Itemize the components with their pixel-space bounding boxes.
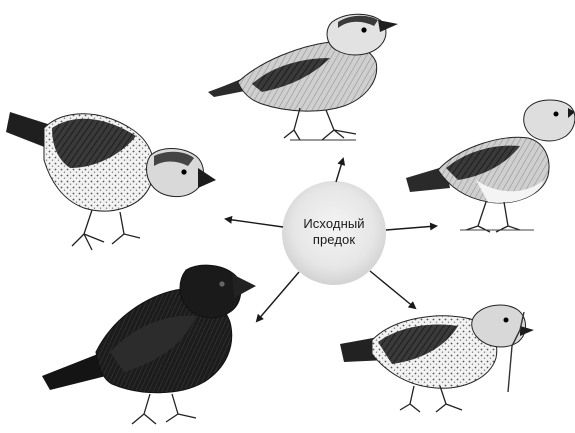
bird-lower-right-illustration <box>340 305 534 412</box>
ancestor-label-line2: предок <box>274 232 394 248</box>
bird-top-illustration <box>208 14 398 140</box>
arrow-lower-right <box>370 271 415 308</box>
ancestor-label: Исходный предок <box>274 216 394 248</box>
ancestor-label-line1: Исходный <box>274 216 394 232</box>
bird-lower-left-illustration <box>42 265 256 424</box>
arrow-up <box>336 159 343 182</box>
bird-right-illustration <box>406 100 575 232</box>
bird-left-illustration <box>6 112 216 250</box>
arrow-lower-left <box>257 272 299 321</box>
